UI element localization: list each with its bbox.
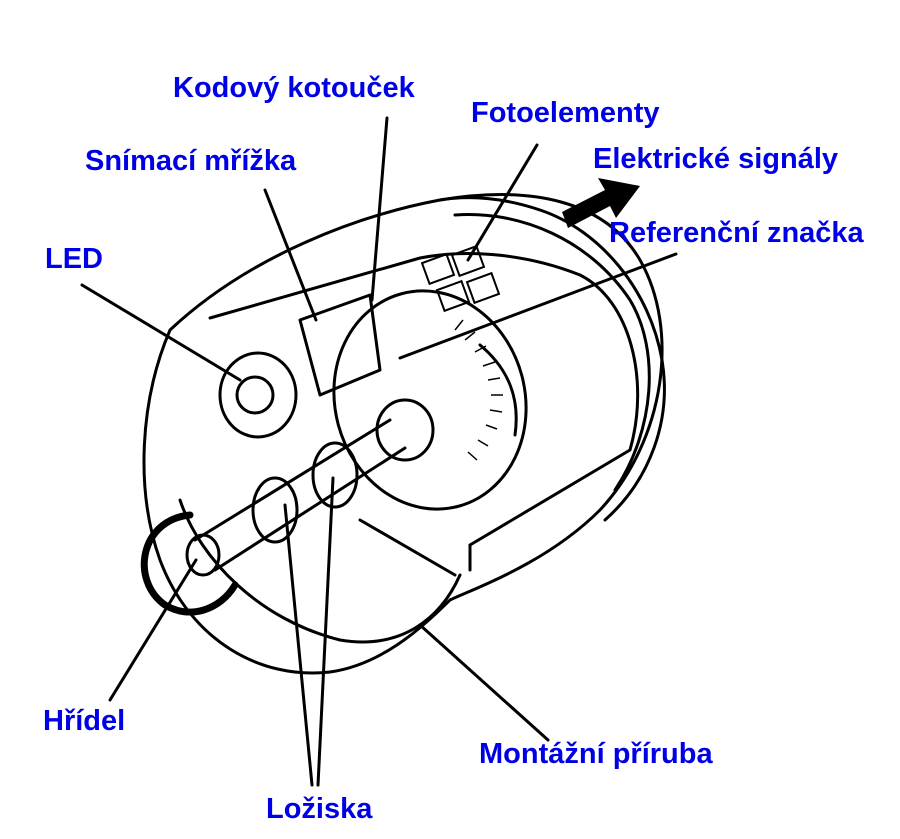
photo-element-3: [435, 279, 471, 313]
signal-arrow-icon: [562, 178, 640, 228]
leader-hridel: [108, 558, 198, 702]
disc-ticks: [454, 319, 503, 461]
shaft-end: [185, 533, 221, 577]
bearing-2: [311, 441, 359, 509]
leader-led: [80, 283, 242, 382]
label-snimaci-mrizka: Snímací mřížka: [85, 145, 297, 177]
leader-snimaci: [263, 188, 318, 322]
label-loziska: Ložiska: [266, 793, 373, 825]
bearing-1: [251, 476, 299, 544]
cutaway-bottom: [358, 518, 472, 577]
shaft-body: [193, 418, 407, 572]
label-fotoelementy: Fotoelementy: [471, 97, 660, 129]
label-referencni-znacka: Referenční značka: [609, 217, 864, 249]
rear-rim-inner: [453, 212, 651, 492]
leader-kodovy: [370, 116, 389, 302]
disc-arrow: [478, 343, 518, 437]
code-disc: [332, 289, 528, 511]
rear-rim: [438, 196, 666, 522]
label-kodovy-kotoucek: Kodový kotouček: [173, 72, 415, 104]
label-montazni-priruba: Montážní příruba: [479, 738, 713, 770]
scan-grating: [298, 293, 382, 397]
photo-element-1: [420, 252, 456, 286]
cutaway-top: [208, 251, 582, 320]
leader-fotoelementy: [466, 143, 539, 262]
leader-referencni: [398, 252, 678, 360]
led-body: [218, 351, 298, 439]
label-hridel: Hřídel: [43, 705, 126, 737]
photo-element-2: [450, 244, 486, 278]
photo-element-4: [465, 271, 501, 305]
cutaway-right: [468, 273, 640, 547]
flange-front: [178, 498, 462, 644]
label-elektricke-signaly: Elektrické signály: [593, 143, 839, 175]
leader-loziska-2: [316, 476, 335, 787]
led-lens: [235, 375, 275, 415]
code-disc-hub: [375, 398, 435, 462]
label-led: LED: [45, 243, 103, 275]
leader-montazni: [418, 623, 550, 742]
leader-loziska-1: [283, 503, 314, 787]
rotation-arrow: [140, 511, 239, 616]
